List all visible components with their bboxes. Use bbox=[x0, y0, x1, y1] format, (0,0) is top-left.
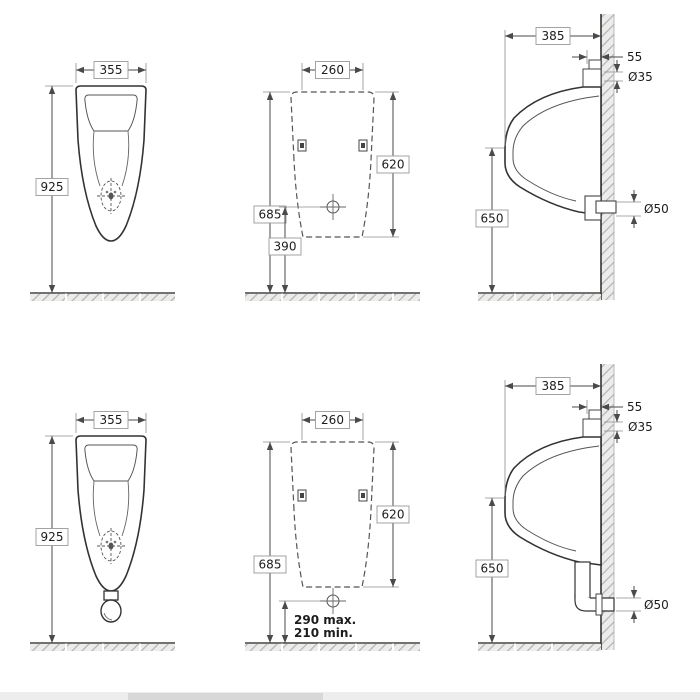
dimension-inlet-dia: Ø35 bbox=[604, 410, 653, 443]
dimension-inlet-offset: 55 bbox=[572, 50, 642, 64]
urinal-front bbox=[75, 85, 147, 242]
floor bbox=[29, 642, 176, 652]
dimension-height: 925 bbox=[35, 435, 73, 643]
dimension-width: 260 bbox=[301, 411, 364, 440]
dimension-width: 355 bbox=[75, 61, 147, 83]
dim-label-rim-height: 650 bbox=[481, 562, 504, 576]
dim-label-height-left: 685 bbox=[259, 208, 282, 222]
dimension-height-right: 620 bbox=[363, 91, 410, 238]
dim-label-drain-min: 210 min. bbox=[294, 626, 353, 640]
dim-label-width: 355 bbox=[100, 63, 123, 77]
dim-label-width: 355 bbox=[100, 413, 123, 427]
siphon bbox=[100, 590, 122, 623]
urinal-side bbox=[504, 409, 602, 566]
dim-label-depth: 385 bbox=[542, 379, 565, 393]
outline bbox=[290, 441, 375, 588]
dimension-height-left: 685 bbox=[253, 91, 290, 293]
install-view-bottom: 260 620 685 290 max. 210 min. bbox=[244, 411, 421, 652]
floor bbox=[477, 292, 602, 302]
dimension-depth: 385 bbox=[504, 377, 601, 496]
urinal-front bbox=[75, 435, 147, 592]
dim-label-inlet-offset: 55 bbox=[627, 400, 642, 414]
dimension-height-right: 620 bbox=[363, 441, 410, 588]
drain-crosshair bbox=[319, 193, 347, 221]
urinal-side bbox=[504, 59, 602, 216]
dimension-drain-range: 290 max. 210 min. bbox=[279, 600, 356, 643]
dimension-width: 260 bbox=[301, 61, 364, 90]
dimension-depth: 385 bbox=[504, 27, 601, 146]
dim-label-inlet-dia: Ø35 bbox=[628, 420, 653, 434]
dim-label-height-left: 685 bbox=[259, 558, 282, 572]
watermark-strip bbox=[0, 692, 700, 700]
outlet-pipe bbox=[584, 195, 617, 221]
dim-label-width: 260 bbox=[321, 63, 344, 77]
dimension-rim-height: 650 bbox=[475, 147, 509, 293]
dim-label-height-right: 620 bbox=[382, 508, 405, 522]
side-view-top: 385 55 Ø35 650 Ø50 bbox=[475, 13, 669, 302]
dim-label-rim-height: 650 bbox=[481, 212, 504, 226]
dimension-width: 355 bbox=[75, 411, 147, 433]
side-view-bottom: 385 55 Ø35 650 Ø50 bbox=[475, 363, 669, 652]
dim-label-outlet-dia: Ø50 bbox=[644, 202, 669, 216]
front-view-bottom: 355 925 bbox=[29, 411, 176, 652]
floor bbox=[244, 642, 421, 652]
dimension-height: 925 bbox=[35, 85, 73, 293]
dimension-inlet-offset: 55 bbox=[572, 400, 642, 414]
drain-crosshair bbox=[319, 587, 347, 615]
floor bbox=[29, 292, 176, 302]
dim-label-drain-height: 390 bbox=[274, 240, 297, 254]
dim-label-inlet-offset: 55 bbox=[627, 50, 642, 64]
dim-label-width: 260 bbox=[321, 413, 344, 427]
dim-label-height: 925 bbox=[41, 530, 64, 544]
dimension-outlet-dia: Ø50 bbox=[616, 190, 669, 228]
front-view-top: 355 925 bbox=[29, 61, 176, 302]
dim-label-height: 925 bbox=[41, 180, 64, 194]
dimension-outlet-dia: Ø50 bbox=[616, 586, 669, 623]
dim-label-inlet-dia: Ø35 bbox=[628, 70, 653, 84]
install-view-top: 260 620 685 390 bbox=[244, 61, 421, 302]
dim-label-height-right: 620 bbox=[382, 158, 405, 172]
dim-label-drain-max: 290 max. bbox=[294, 613, 356, 627]
dim-label-depth: 385 bbox=[542, 29, 565, 43]
trap-pipe bbox=[574, 561, 615, 616]
dimension-inlet-dia: Ø35 bbox=[604, 60, 653, 93]
outline bbox=[290, 91, 375, 238]
dim-label-outlet-dia: Ø50 bbox=[644, 598, 669, 612]
floor bbox=[244, 292, 421, 302]
dimension-rim-height: 650 bbox=[475, 497, 509, 643]
dimension-drain-height: 390 bbox=[268, 206, 320, 293]
floor bbox=[477, 642, 602, 652]
dimension-height-left: 685 bbox=[253, 441, 290, 643]
